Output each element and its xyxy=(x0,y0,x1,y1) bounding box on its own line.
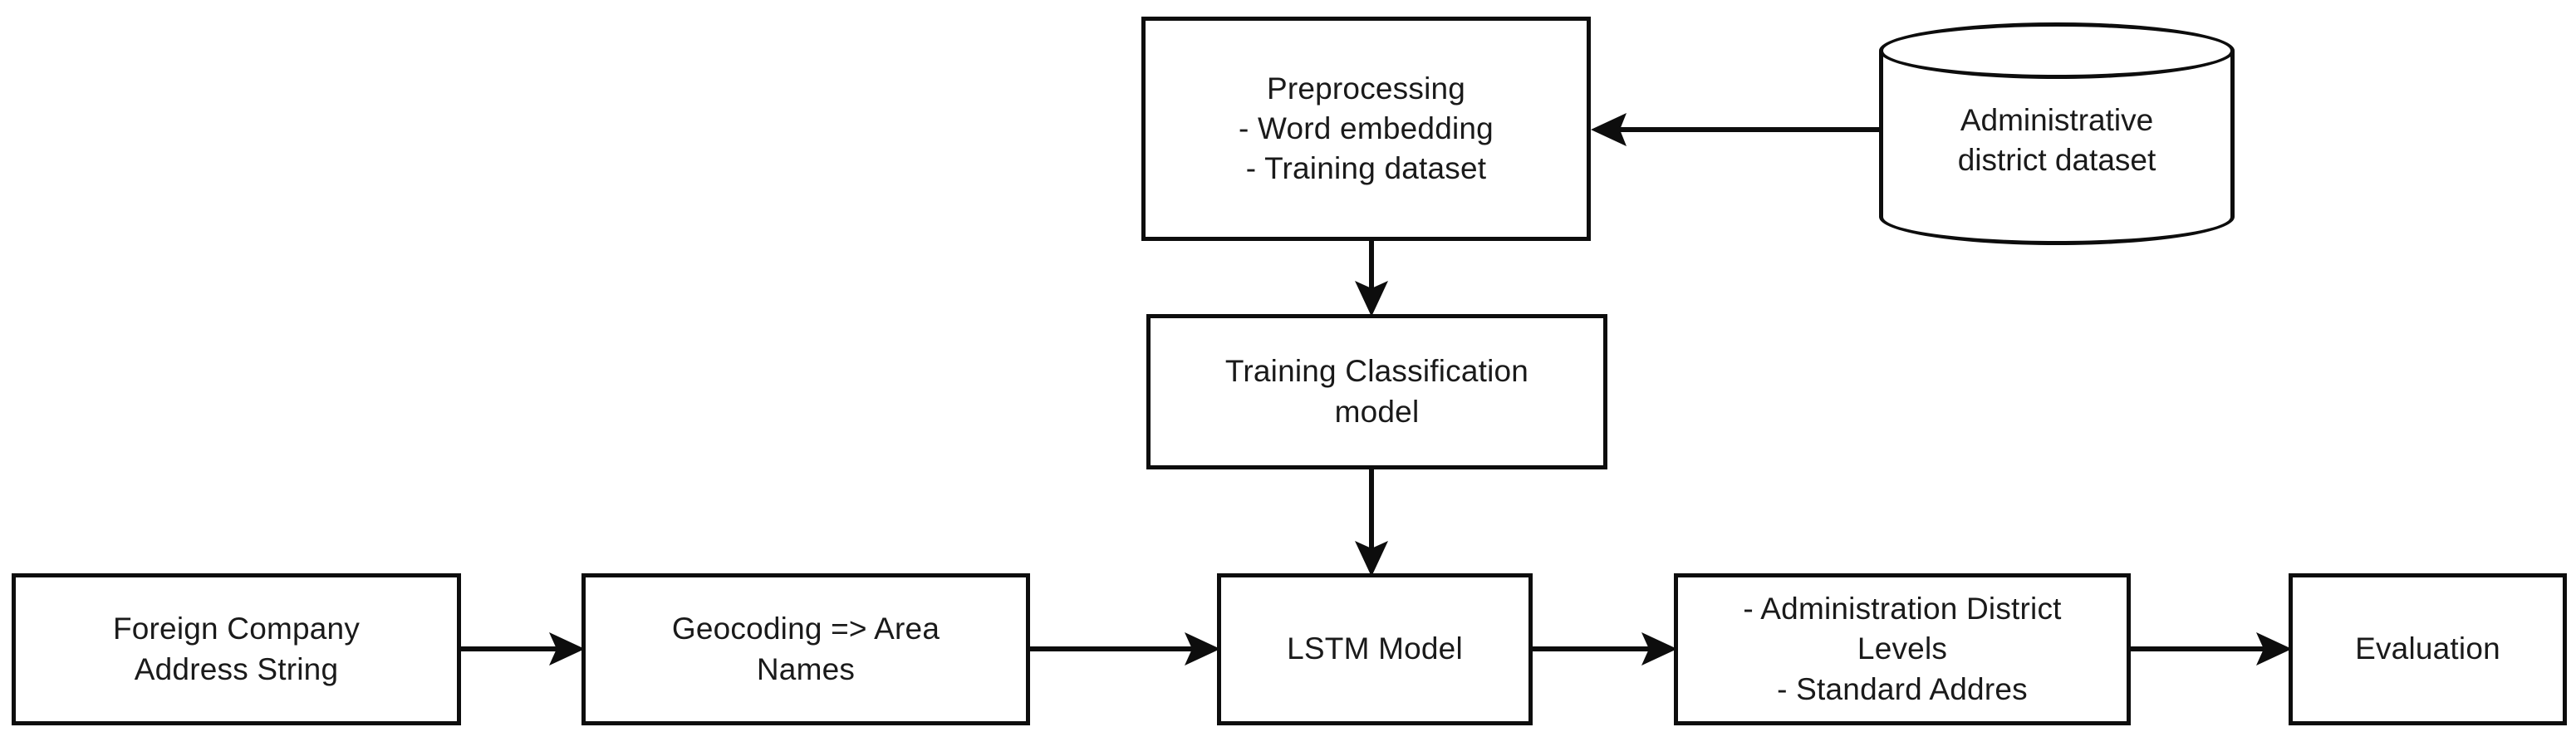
edge-lstm-to-district-levels xyxy=(1530,631,1680,666)
node-preprocessing-label: Preprocessing - Word embedding - Trainin… xyxy=(1239,71,1494,186)
node-evaluation-label: Evaluation xyxy=(2355,631,2500,666)
node-preprocessing[interactable]: Preprocessing - Word embedding - Trainin… xyxy=(1141,17,1591,241)
edge-training-model-to-lstm xyxy=(1354,466,1389,579)
node-foreign-company-address-string[interactable]: Foreign Company Address String xyxy=(12,573,461,725)
node-evaluation[interactable]: Evaluation xyxy=(2289,573,2567,725)
node-admin-district-dataset-label: Administrative district dataset xyxy=(1957,102,2156,177)
node-administration-district-levels[interactable]: - Administration District Levels - Stand… xyxy=(1674,573,2131,725)
node-geocoding-area-names-label: Geocoding => Area Names xyxy=(671,612,940,686)
edge-geocoding-to-lstm xyxy=(1028,631,1223,666)
node-geocoding-area-names[interactable]: Geocoding => Area Names xyxy=(581,573,1030,725)
edge-dataset-to-preprocessing xyxy=(1587,112,1886,147)
node-training-classification-model-label: Training Classification model xyxy=(1224,354,1529,429)
edge-district-levels-to-evaluation xyxy=(2128,631,2294,666)
node-admin-district-dataset[interactable]: Administrative district dataset xyxy=(1879,22,2235,245)
node-administration-district-levels-label: - Administration District Levels - Stand… xyxy=(1743,592,2062,706)
edge-preprocessing-to-training-model xyxy=(1354,238,1389,319)
node-training-classification-model[interactable]: Training Classification model xyxy=(1146,314,1607,469)
cylinder-top-ellipse xyxy=(1879,22,2235,79)
node-lstm-model[interactable]: LSTM Model xyxy=(1217,573,1533,725)
node-lstm-model-label: LSTM Model xyxy=(1287,631,1463,666)
edge-address-to-geocoding xyxy=(459,631,587,666)
node-foreign-company-address-string-label: Foreign Company Address String xyxy=(112,612,361,686)
